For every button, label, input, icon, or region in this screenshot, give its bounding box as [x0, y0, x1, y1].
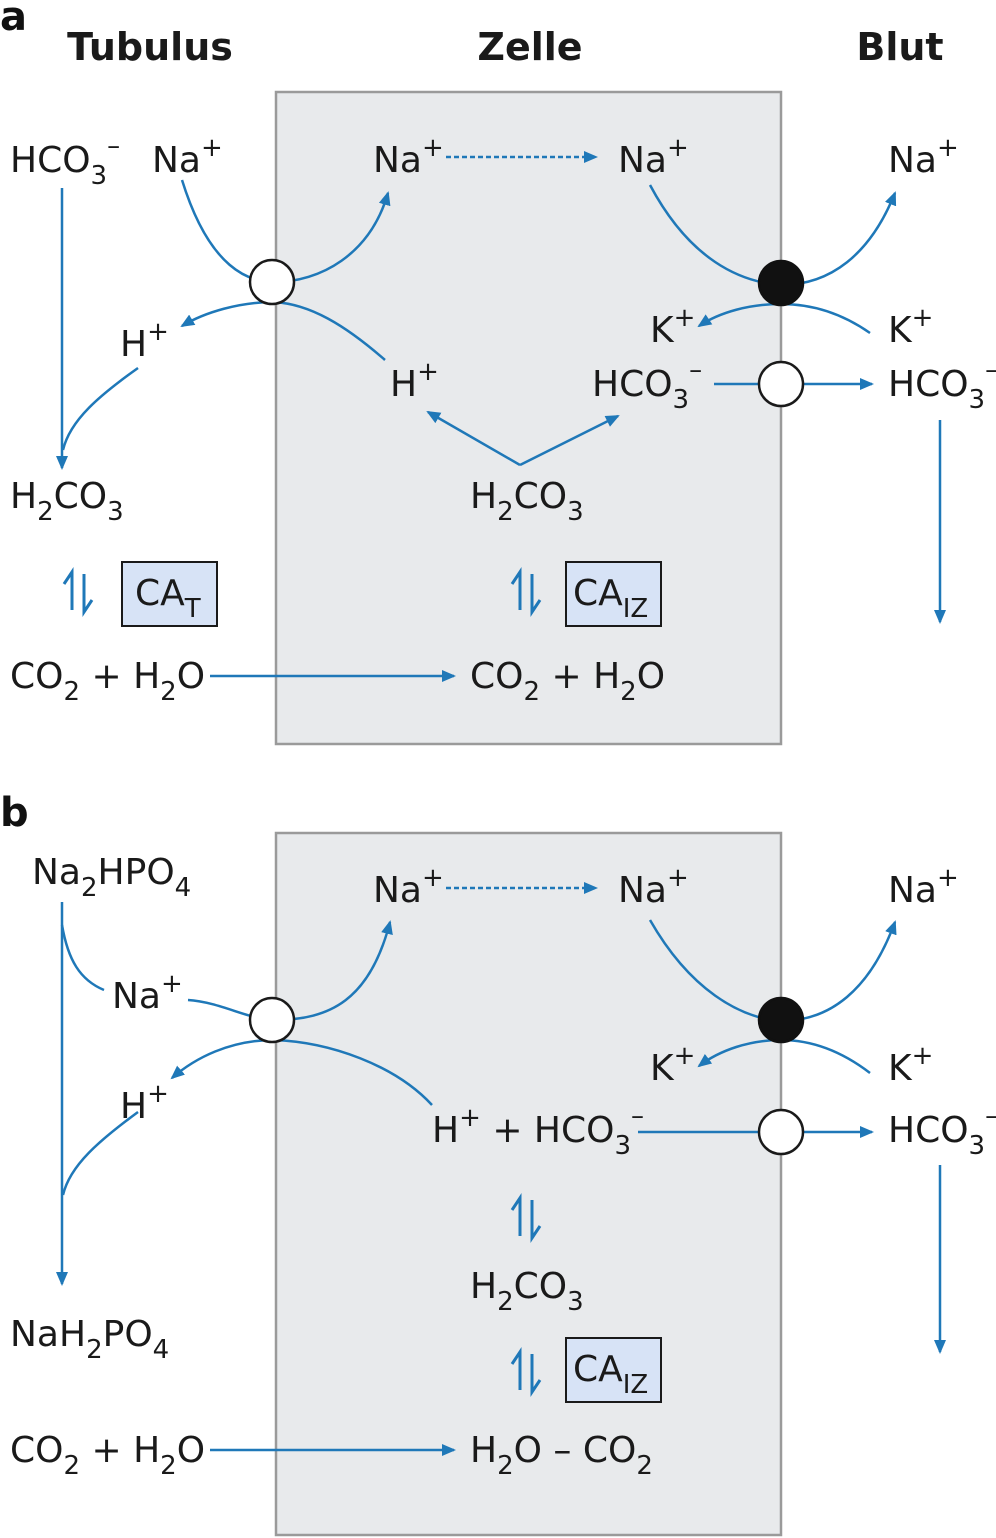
na-k-pump-a	[757, 259, 805, 307]
k-pump-in-curve-b	[780, 1038, 871, 1074]
h2co3-to-h-arrow-a	[426, 410, 521, 467]
hco3-cell-a: HCO3–	[592, 355, 702, 415]
cell-box-a	[274, 90, 783, 746]
h-out-arrow-b	[170, 1038, 275, 1080]
header-zelle: Zelle	[477, 25, 582, 69]
panel-a: a Tubulus Zelle Blut HCO3– Na+ Na+ Na+ N…	[0, 0, 996, 746]
h-efflux-curve-b	[273, 1038, 433, 1106]
panel-a-label: a	[0, 0, 27, 40]
co2-h2o-tubulus-a: CO2 + H2O	[10, 656, 205, 707]
h-hco3-cell-b: H+ + HCO3–	[432, 1101, 644, 1161]
enzyme-label-cell-a: CAIZ	[573, 573, 648, 624]
hco3-transporter-b	[757, 1108, 805, 1156]
h-tubulus-a: H+	[120, 317, 169, 365]
h-efflux-curve-a	[273, 300, 386, 361]
na-branch-curve-b	[60, 924, 105, 992]
enzyme-box-tubulus-a	[121, 561, 218, 627]
h-tubulus-b: H+	[120, 1079, 169, 1127]
h2co3-to-hco3-arrow-a	[519, 414, 620, 467]
enzyme-box-cell-a	[565, 561, 662, 627]
header-tubulus: Tubulus	[67, 25, 233, 69]
na-tubulus-a: Na+	[152, 133, 223, 181]
enzyme-label-cell-b: CAIZ	[573, 1349, 648, 1400]
equilibrium-icon-cell-b1	[510, 1193, 542, 1243]
k-blut-a: K+	[888, 303, 933, 351]
cell-box-b	[274, 831, 783, 1537]
header-blut: Blut	[856, 25, 943, 69]
panel-b-label: b	[0, 790, 29, 836]
hco3-tubulus-a: HCO3–	[10, 131, 120, 191]
h2o-co2-cell-b: H2O – CO2	[470, 1430, 653, 1481]
h2co3-cell-a: H2CO3	[470, 476, 584, 527]
na-blut-b: Na+	[888, 863, 959, 911]
na-blut-a: Na+	[888, 133, 959, 181]
k-blut-b: K+	[888, 1041, 933, 1089]
hco3-blut-a: HCO3–	[888, 355, 996, 415]
h-cell-a: H+	[390, 357, 439, 405]
k-pump-in-curve-a	[780, 302, 871, 335]
h-out-arrow-a	[180, 300, 275, 328]
na-cell-right-b: Na+	[618, 863, 689, 911]
panel-b: b Na2HPO4 Na+ Na+ Na+ Na+ K+ K+ H+ H+ + …	[0, 790, 996, 1537]
h-join-curve-a	[61, 366, 139, 451]
h2co3-cell-b: H2CO3	[470, 1266, 584, 1317]
k-cell-a: K+	[650, 303, 695, 351]
co2-h2o-cell-a: CO2 + H2O	[470, 656, 665, 707]
h-join-curve-b	[61, 1110, 139, 1196]
na-cell-left-b: Na+	[373, 863, 444, 911]
equilibrium-icon-cell-a	[510, 567, 542, 617]
na2hpo4-label: Na2HPO4	[32, 852, 191, 903]
enzyme-box-cell-b	[565, 1337, 662, 1403]
hco3-transporter-a	[757, 360, 805, 408]
enzyme-label-tubulus-a: CAT	[135, 573, 201, 624]
h2co3-tubulus-a: H2CO3	[10, 476, 124, 527]
hco3-blut-b: HCO3–	[888, 1101, 996, 1161]
na-k-pump-b	[757, 996, 805, 1044]
na-cell-left-a: Na+	[373, 133, 444, 181]
nah2po4-label: NaH2PO4	[10, 1314, 169, 1365]
equilibrium-icon-tubulus-a	[62, 567, 94, 617]
na-tubulus-b: Na+	[112, 969, 183, 1017]
co2-h2o-tubulus-b: CO2 + H2O	[10, 1430, 205, 1481]
equilibrium-icon-cell-b2	[510, 1347, 542, 1397]
k-cell-b: K+	[650, 1041, 695, 1089]
antiporter-circle-b	[248, 996, 296, 1044]
antiporter-circle-a	[248, 258, 296, 306]
na-cell-right-a: Na+	[618, 133, 689, 181]
